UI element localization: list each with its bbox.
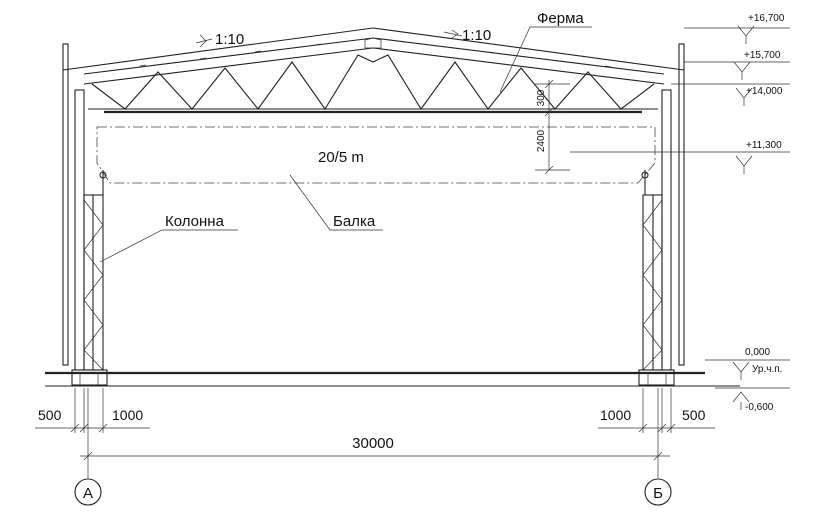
leaders [99, 26, 592, 263]
dim-clearance: 2400 [536, 129, 547, 152]
elev-11300: +11,300 [746, 140, 782, 151]
roof [62, 27, 685, 85]
elev-16700: +16,700 [748, 13, 785, 24]
elev-15700: +15,700 [744, 50, 781, 61]
elev-minus-0600: -0,600 [745, 402, 774, 413]
dim-truss-height: 300 [536, 89, 547, 106]
slope-label-left: 1:10 [215, 31, 244, 48]
truss [88, 54, 658, 114]
dim-left-width: 1000 [112, 407, 143, 423]
elevation-marks [570, 25, 790, 410]
dim-right-width: 1000 [600, 407, 631, 423]
dimension-lines [35, 79, 715, 461]
slope-label-right: 1:10 [462, 27, 491, 44]
floor-level-label: Ур.ч.п. [752, 364, 782, 375]
column-left [71, 89, 108, 386]
beam-label: Балка [333, 213, 376, 230]
axis-label-b: Б [653, 485, 663, 502]
crane-outline [96, 126, 656, 184]
column-label: Колонна [165, 213, 225, 230]
dim-span: 30000 [352, 435, 394, 452]
dim-left-offset: 500 [38, 407, 62, 423]
wall-right [678, 43, 685, 366]
column-right [638, 89, 675, 386]
elev-0000: 0,000 [745, 347, 770, 358]
axis-marker-a: А [74, 478, 102, 506]
crane-label: 20/5 m [318, 149, 364, 166]
axis-label-a: А [83, 485, 93, 502]
truss-label: Ферма [537, 10, 584, 27]
axis-marker-b: Б [644, 478, 672, 506]
dim-right-offset: 500 [682, 407, 706, 423]
elev-14000: +14,000 [746, 86, 783, 97]
wall-left [62, 43, 69, 366]
